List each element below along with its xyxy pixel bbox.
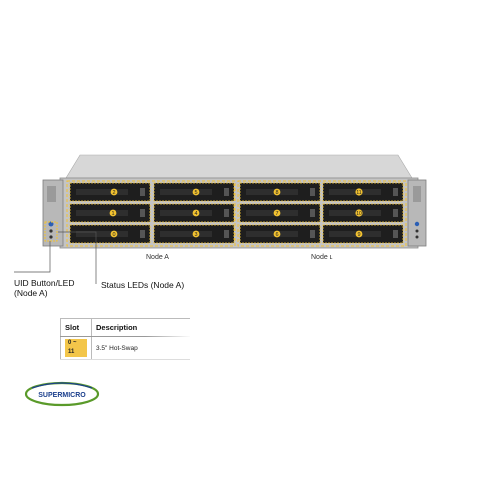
bay-number: 0 — [112, 232, 115, 238]
bay-number: 8 — [275, 190, 278, 196]
bay-latch — [76, 231, 128, 237]
logo-arc-icon — [31, 382, 93, 389]
chassis-top — [65, 154, 413, 179]
bay-release-icon — [310, 209, 315, 217]
bay-number-badge — [110, 230, 118, 238]
bay-number: 5 — [194, 190, 197, 196]
legend-header-slot: Slot — [60, 318, 92, 337]
bay-number-badge — [355, 209, 363, 217]
drive-bay: 9 — [322, 224, 404, 244]
drive-bay: 4 — [153, 203, 235, 223]
bay-number-badge — [110, 188, 118, 196]
bay-number: 6 — [275, 232, 278, 238]
bay-release-icon — [140, 230, 145, 238]
uid-callout-line1: UID Button/LED — [14, 278, 75, 288]
bay-release-icon — [310, 188, 315, 196]
bay-release-icon — [393, 230, 398, 238]
drive-bay: 1 — [69, 203, 151, 223]
uid-button-icon-b — [414, 221, 420, 227]
right-rack-ear — [407, 179, 427, 247]
status-led-icon-b — [415, 229, 419, 233]
drive-bay: 11 — [322, 182, 404, 202]
status-led-icon — [49, 235, 53, 239]
bay-number: 10 — [356, 211, 362, 217]
logo-text: SUPERMICRO — [38, 392, 86, 399]
bay-release-icon — [140, 188, 145, 196]
uid-callout-line — [14, 241, 51, 273]
bay-release-icon — [224, 209, 229, 217]
bay-latch — [76, 210, 128, 216]
node-a-outline — [66, 180, 236, 247]
bay-latch — [246, 231, 298, 237]
bay-number: 7 — [275, 211, 278, 217]
bay-release-icon — [393, 188, 398, 196]
legend-slot-value: 0 ~ 11 — [65, 339, 87, 357]
drive-bay: 2 — [69, 182, 151, 202]
bay-release-icon — [224, 188, 229, 196]
bay-number: 9 — [357, 232, 360, 238]
node-b-outline — [237, 180, 407, 247]
supermicro-logo: SUPERMICRO — [24, 381, 100, 407]
bay-release-icon — [393, 209, 398, 217]
drive-bay: 0 — [69, 224, 151, 244]
bay-latch — [160, 210, 212, 216]
bay-number-badge — [192, 188, 200, 196]
bay-latch — [329, 231, 381, 237]
bay-number-badge — [355, 188, 363, 196]
bay-latch — [329, 189, 381, 195]
status-leds-callout-label: Status LEDs (Node A) — [101, 280, 185, 290]
bay-release-icon — [310, 230, 315, 238]
drive-bay: 5 — [153, 182, 235, 202]
bay-release-icon — [140, 209, 145, 217]
bay-number-badge — [273, 188, 281, 196]
bay-latch — [76, 189, 128, 195]
bay-number: 2 — [112, 190, 115, 196]
left-ear-handle — [47, 186, 56, 202]
right-ear-handle — [413, 186, 421, 202]
status-callout-line — [58, 231, 97, 284]
uid-button-icon — [48, 221, 54, 227]
bay-number: 4 — [194, 211, 197, 217]
bay-number: 11 — [356, 190, 361, 196]
bay-latch — [329, 210, 381, 216]
node-a-label: Node A — [146, 254, 169, 261]
legend-fade-overlay — [145, 330, 225, 352]
bay-latch — [246, 210, 298, 216]
drive-bay: 3 — [153, 224, 235, 244]
bay-release-icon — [224, 230, 229, 238]
bay-number-badge — [273, 209, 281, 217]
status-led-icon-b — [415, 235, 419, 239]
bay-latch — [246, 189, 298, 195]
bay-number-badge — [355, 230, 363, 238]
status-led-icon — [49, 229, 53, 233]
drive-bay: 8 — [239, 182, 321, 202]
bay-number-badge — [192, 230, 200, 238]
drive-bay: 10 — [322, 203, 404, 223]
uid-highlight — [44, 221, 58, 242]
bay-number-badge — [273, 230, 281, 238]
uid-callout-line2: (Node A) — [14, 288, 48, 298]
bay-number-badge — [109, 209, 117, 217]
uid-callout-label: UID Button/LED (Node A) — [14, 278, 74, 298]
bay-latch — [160, 189, 212, 195]
node-b-label: Node ʟ — [311, 254, 333, 261]
bay-latch — [160, 231, 212, 237]
bay-number: 1 — [111, 211, 114, 217]
bay-number: 3 — [194, 232, 197, 238]
bay-number-badge — [192, 209, 200, 217]
drive-bay: 7 — [239, 203, 321, 223]
legend-slot-cell: 0 ~ 11 — [60, 336, 92, 360]
drive-bay: 6 — [239, 224, 321, 244]
